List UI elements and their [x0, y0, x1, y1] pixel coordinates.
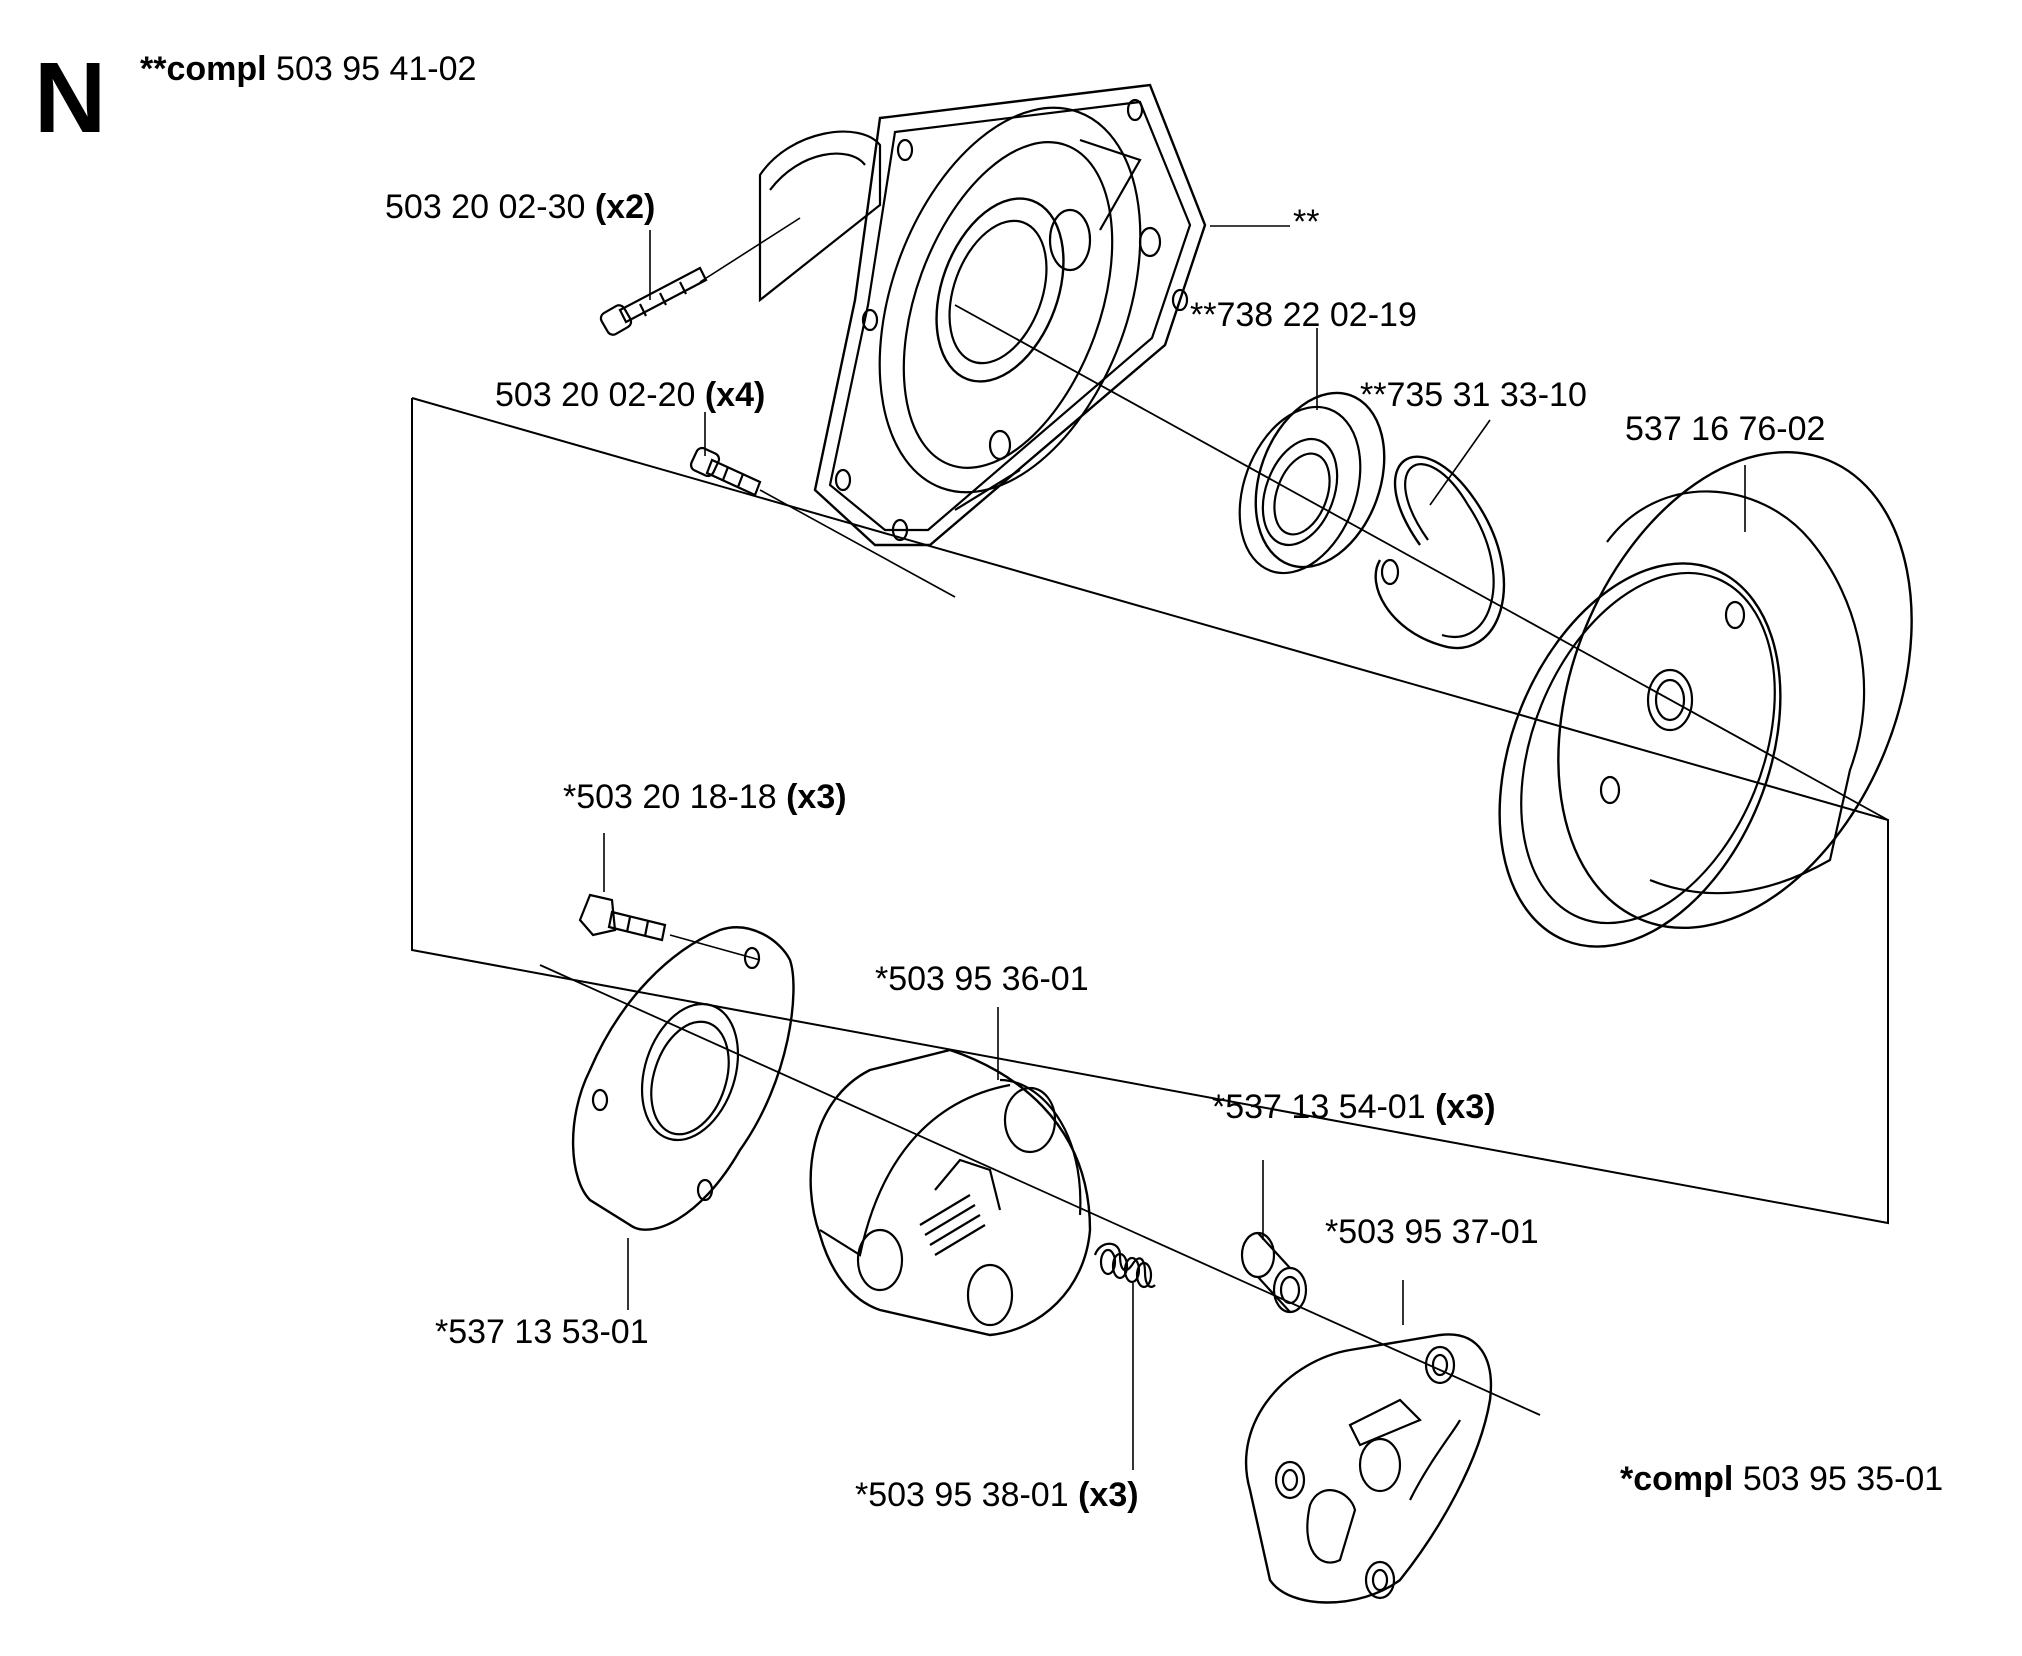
clutch-hub-drawing [1244, 1333, 1493, 1604]
part-number: *503 95 36-01 [875, 960, 1089, 998]
part-label-circlip: **735 31 33-10 [1360, 378, 1587, 412]
part-label-bearing: **738 22 02-19 [1190, 298, 1417, 332]
upper-assembly-prefix: **compl [140, 50, 267, 88]
part-number: 503 20 02-20 [495, 376, 696, 414]
clutch-drum-drawing [1498, 450, 1913, 948]
part-number: 503 20 02-30 [385, 188, 586, 226]
circlip-drawing [1374, 455, 1506, 649]
part-number: *503 20 18-18 [563, 778, 777, 816]
part-label-clutch-shoe: *503 95 36-01 [875, 962, 1089, 996]
part-quantity: (x4) [704, 376, 766, 414]
screw-c-drawing [578, 893, 667, 942]
spacer-drawing [1240, 1231, 1308, 1314]
part-quantity: (x3) [1435, 1088, 1496, 1126]
upper-assembly-number: 503 95 41-02 [276, 50, 477, 88]
part-label-spring: *503 95 38-01 (x3) [855, 1478, 1139, 1512]
part-label-housing: ** [1293, 205, 1319, 239]
part-number: ** [1293, 203, 1320, 241]
part-label-washer-plate: *537 13 53-01 [435, 1315, 649, 1349]
clutch-housing-drawing [758, 83, 1207, 547]
section-letter: N [34, 42, 107, 154]
lower-assembly-number: 503 95 35-01 [1742, 1460, 1944, 1498]
upper-assembly-label: **compl 503 95 41-02 [140, 52, 476, 86]
part-label-spacer: *537 13 54-01 (x3) [1212, 1090, 1496, 1124]
part-label-screw-c: *503 20 18-18 (x3) [563, 780, 847, 814]
spring-drawing [1093, 1242, 1156, 1289]
part-quantity: (x3) [1078, 1476, 1139, 1514]
screw-a-drawing [599, 266, 708, 336]
axis-line-lower [539, 964, 1541, 1416]
part-number: *537 13 53-01 [435, 1313, 649, 1351]
part-label-screw-a: 503 20 02-30 (x2) [385, 190, 655, 224]
part-quantity: (x2) [594, 188, 656, 226]
axis-line-screw-b [759, 489, 956, 598]
lower-assembly-label: *compl 503 95 35-01 [1620, 1462, 1943, 1496]
part-number: *537 13 54-01 [1212, 1088, 1426, 1126]
part-quantity: (x3) [786, 778, 847, 816]
part-number: **738 22 02-19 [1190, 296, 1417, 334]
bearing-drawing [1238, 391, 1386, 575]
part-label-screw-b: 503 20 02-20 (x4) [495, 378, 765, 412]
clutch-shoe-drawing [809, 1048, 1092, 1337]
part-number: *503 95 38-01 [855, 1476, 1069, 1514]
screw-b-drawing [689, 446, 762, 497]
part-number: **735 31 33-10 [1360, 376, 1587, 414]
axis-line-screw-a [699, 217, 801, 283]
lower-assembly-prefix: *compl [1620, 1460, 1734, 1498]
assembly-frame [411, 397, 1889, 1225]
leader-lines [603, 225, 1746, 1470]
part-number: 537 16 76-02 [1625, 410, 1826, 448]
part-label-clutch-hub: *503 95 37-01 [1325, 1215, 1539, 1249]
part-label-drum: 537 16 76-02 [1625, 412, 1825, 446]
part-number: *503 95 37-01 [1325, 1213, 1539, 1251]
washer-plate-drawing [571, 926, 795, 1231]
axis-line-screw-c [669, 934, 761, 961]
